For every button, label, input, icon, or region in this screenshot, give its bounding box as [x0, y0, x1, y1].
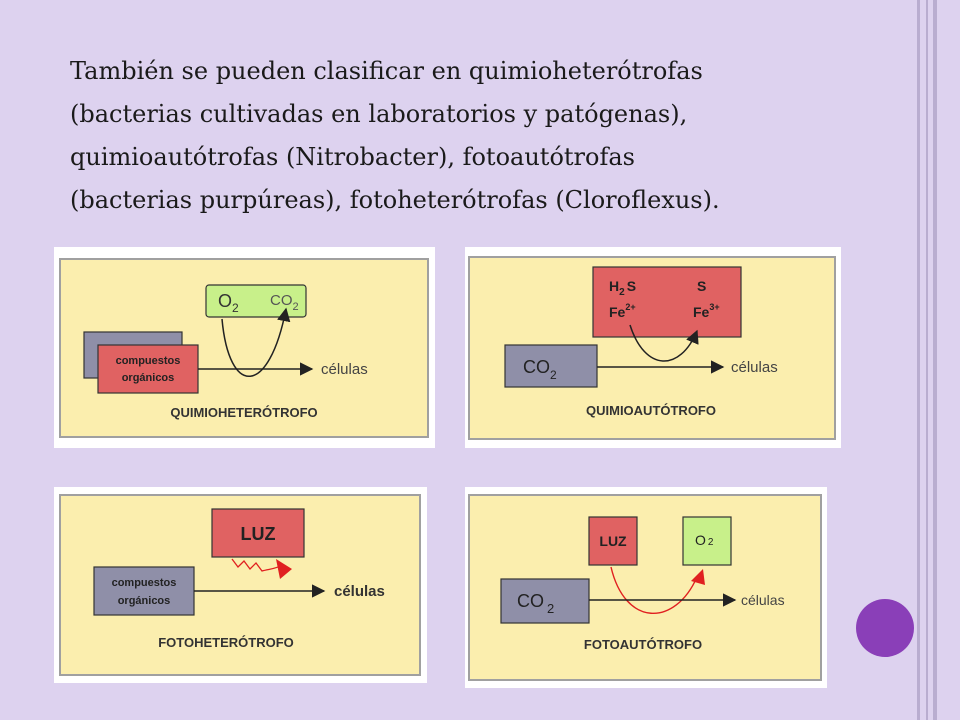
o2-label: O [695, 532, 706, 548]
svg-text:O2: O2 [695, 532, 714, 548]
h2s-label: H [609, 278, 619, 294]
cells-label: células [321, 361, 368, 378]
co2-label: CO [270, 292, 293, 309]
fe2-superscript: 2+ [625, 302, 635, 312]
red-box [592, 266, 742, 338]
co2-label: CO [517, 591, 544, 611]
o2-label: O [218, 291, 232, 311]
svg-text:CO2: CO2 [270, 292, 299, 313]
o2-subscript: 2 [232, 301, 239, 315]
paragraph-line: quimioautótrofas (Nitrobacter), fotoautó… [70, 143, 635, 171]
compound-label: orgánicos [122, 372, 175, 384]
diagram-caption: QUIMIOHETERÓTROFO [170, 405, 317, 420]
h2s-subscript: 2 [619, 287, 625, 298]
co2-subscript: 2 [547, 601, 554, 616]
co2-label: CO [523, 357, 550, 377]
paragraph-line: También se pueden clasificar en quimiohe… [70, 57, 703, 85]
slide-border-right-1 [917, 0, 920, 720]
h2s-sulfur: S [627, 278, 636, 294]
co2-subscript: 2 [550, 368, 557, 382]
slide-paragraph: También se pueden clasificar en quimiohe… [70, 50, 900, 222]
slide-border-right-3 [933, 0, 937, 720]
compound-label: compuestos [116, 355, 181, 367]
diagram-caption: FOTOAUTÓTROFO [584, 637, 702, 652]
svg-text:CO2: CO2 [517, 591, 554, 616]
fe3-label: Fe [693, 304, 710, 320]
red-box [588, 516, 638, 566]
fe2-label: Fe [609, 304, 626, 320]
light-arrowhead [276, 559, 292, 579]
fe3-superscript: 3+ [709, 302, 719, 312]
gray-box [93, 566, 195, 616]
light-label: LUZ [599, 533, 627, 549]
o2-subscript: 2 [708, 537, 714, 548]
svg-text:CO2: CO2 [523, 357, 557, 382]
svg-text:Fe2+: Fe2+ [609, 302, 636, 320]
diagram-caption: QUIMIOAUTÓTROFO [586, 403, 716, 418]
gray-box [504, 344, 598, 388]
diagram-caption: FOTOHETERÓTROFO [158, 635, 294, 650]
compound-label: orgánicos [118, 595, 171, 607]
cells-label: células [731, 359, 778, 376]
compound-label: compuestos [112, 577, 177, 589]
gas-exchange-arrow [221, 307, 291, 377]
cells-label: células [741, 592, 785, 608]
diagram-quimioheterotrofo: O2 CO2 compuestos orgánicos células QUIM… [54, 247, 435, 448]
photosynthesis-arrowhead [691, 569, 705, 585]
diagram-fotoheterotrofo: LUZ compuestos orgánicos células FOTOHET… [54, 487, 427, 683]
cells-label: células [334, 583, 385, 600]
paragraph-line: (bacterias purpúreas), fotoheterótrofas … [70, 186, 720, 214]
photosynthesis-arrow [610, 566, 698, 614]
svg-text:Fe3+: Fe3+ [693, 302, 720, 320]
paragraph-line: (bacterias cultivadas en laboratorios y … [70, 100, 688, 128]
red-box [211, 508, 305, 558]
green-box [682, 516, 732, 566]
svg-text:O2: O2 [218, 291, 239, 315]
svg-text:H2S: H2S [609, 278, 636, 298]
light-label: LUZ [241, 524, 276, 544]
slide-border-right-2 [926, 0, 928, 720]
red-box [97, 344, 199, 394]
accent-circle [856, 599, 914, 657]
oxidation-arrow [629, 324, 699, 362]
co2-subscript: 2 [293, 301, 299, 313]
sulfur-label: S [697, 278, 706, 294]
gray-box [500, 578, 590, 624]
